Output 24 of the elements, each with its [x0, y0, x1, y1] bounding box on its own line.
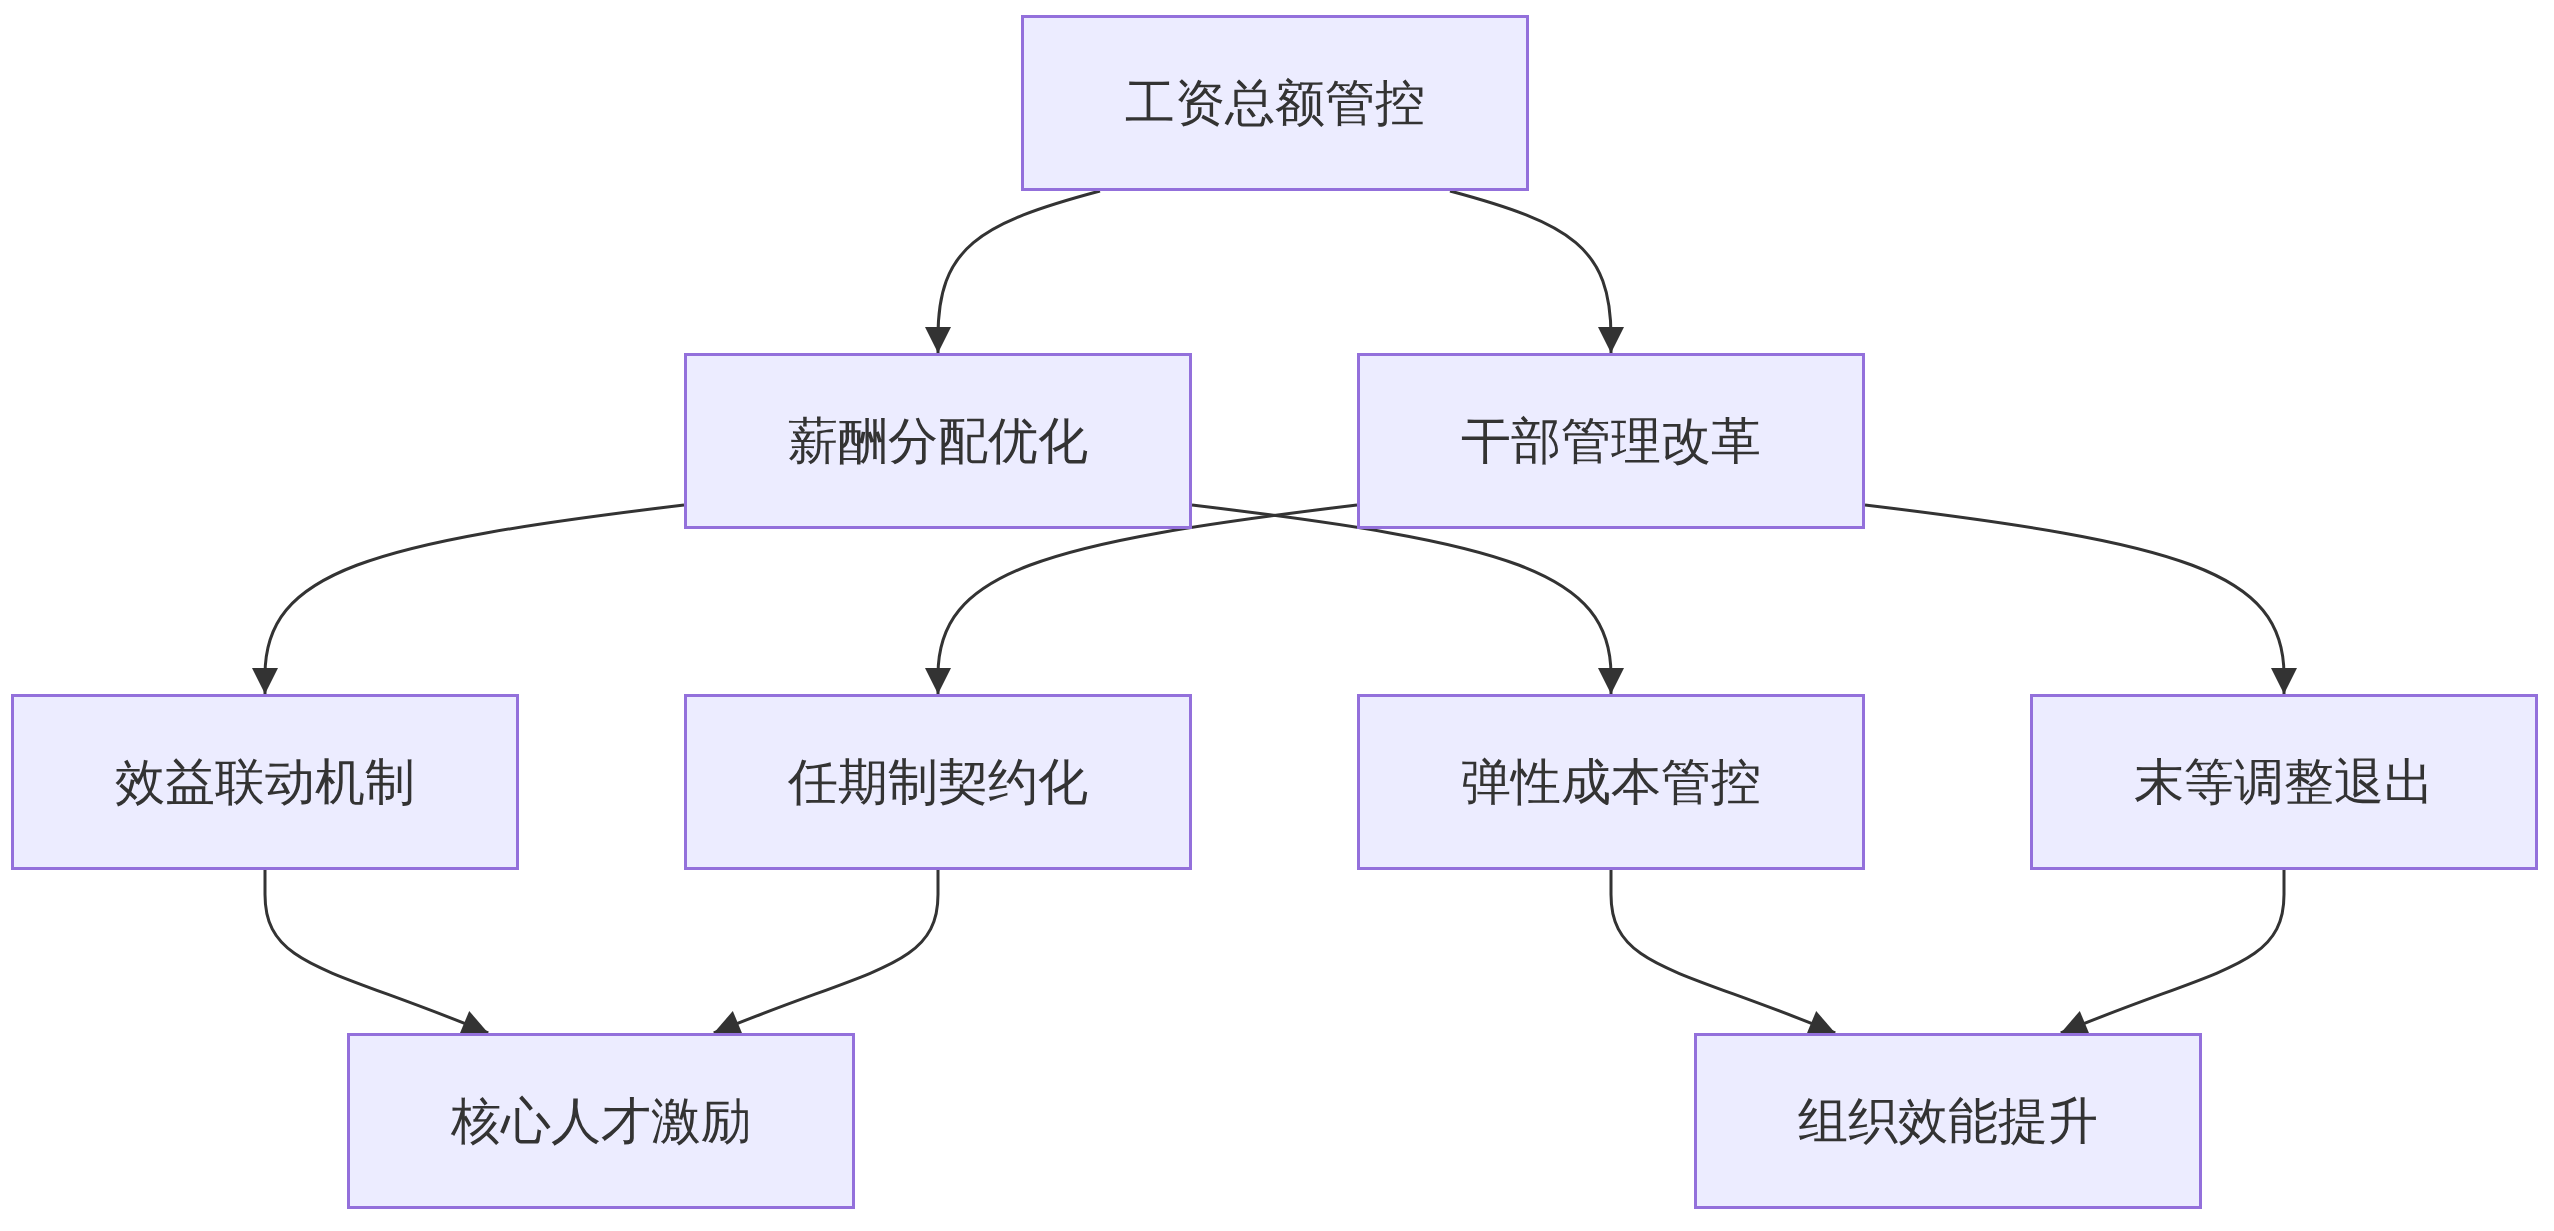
- box-label: 干部管理改革: [1461, 410, 1761, 472]
- arrow: [1449, 189, 1624, 353]
- process-box: [1357, 353, 1865, 529]
- process-box: [684, 694, 1192, 870]
- box-label: 效益联动机制: [115, 751, 415, 813]
- box-label: 核心人才激励: [451, 1090, 751, 1152]
- arrow: [1191, 503, 1624, 694]
- arrow: [925, 503, 1358, 694]
- process-box: [11, 694, 519, 870]
- process-box: [1357, 694, 1865, 870]
- process-box: [347, 1033, 855, 1209]
- process-box: [2030, 694, 2538, 870]
- box-label: 任期制契约化: [788, 751, 1088, 813]
- arrow: [252, 503, 685, 694]
- arrow: [1864, 503, 2297, 694]
- process-box: [1021, 15, 1529, 191]
- process-box: [684, 353, 1192, 529]
- process-box: [1694, 1033, 2202, 1209]
- box-label: 工资总额管控: [1125, 72, 1425, 134]
- box-label: 薪酬分配优化: [788, 410, 1088, 472]
- box-label: 组织效能提升: [1798, 1090, 2098, 1152]
- box-label: 末等调整退出: [2134, 751, 2434, 813]
- arrow: [925, 189, 1101, 353]
- box-label: 弹性成本管控: [1461, 751, 1761, 813]
